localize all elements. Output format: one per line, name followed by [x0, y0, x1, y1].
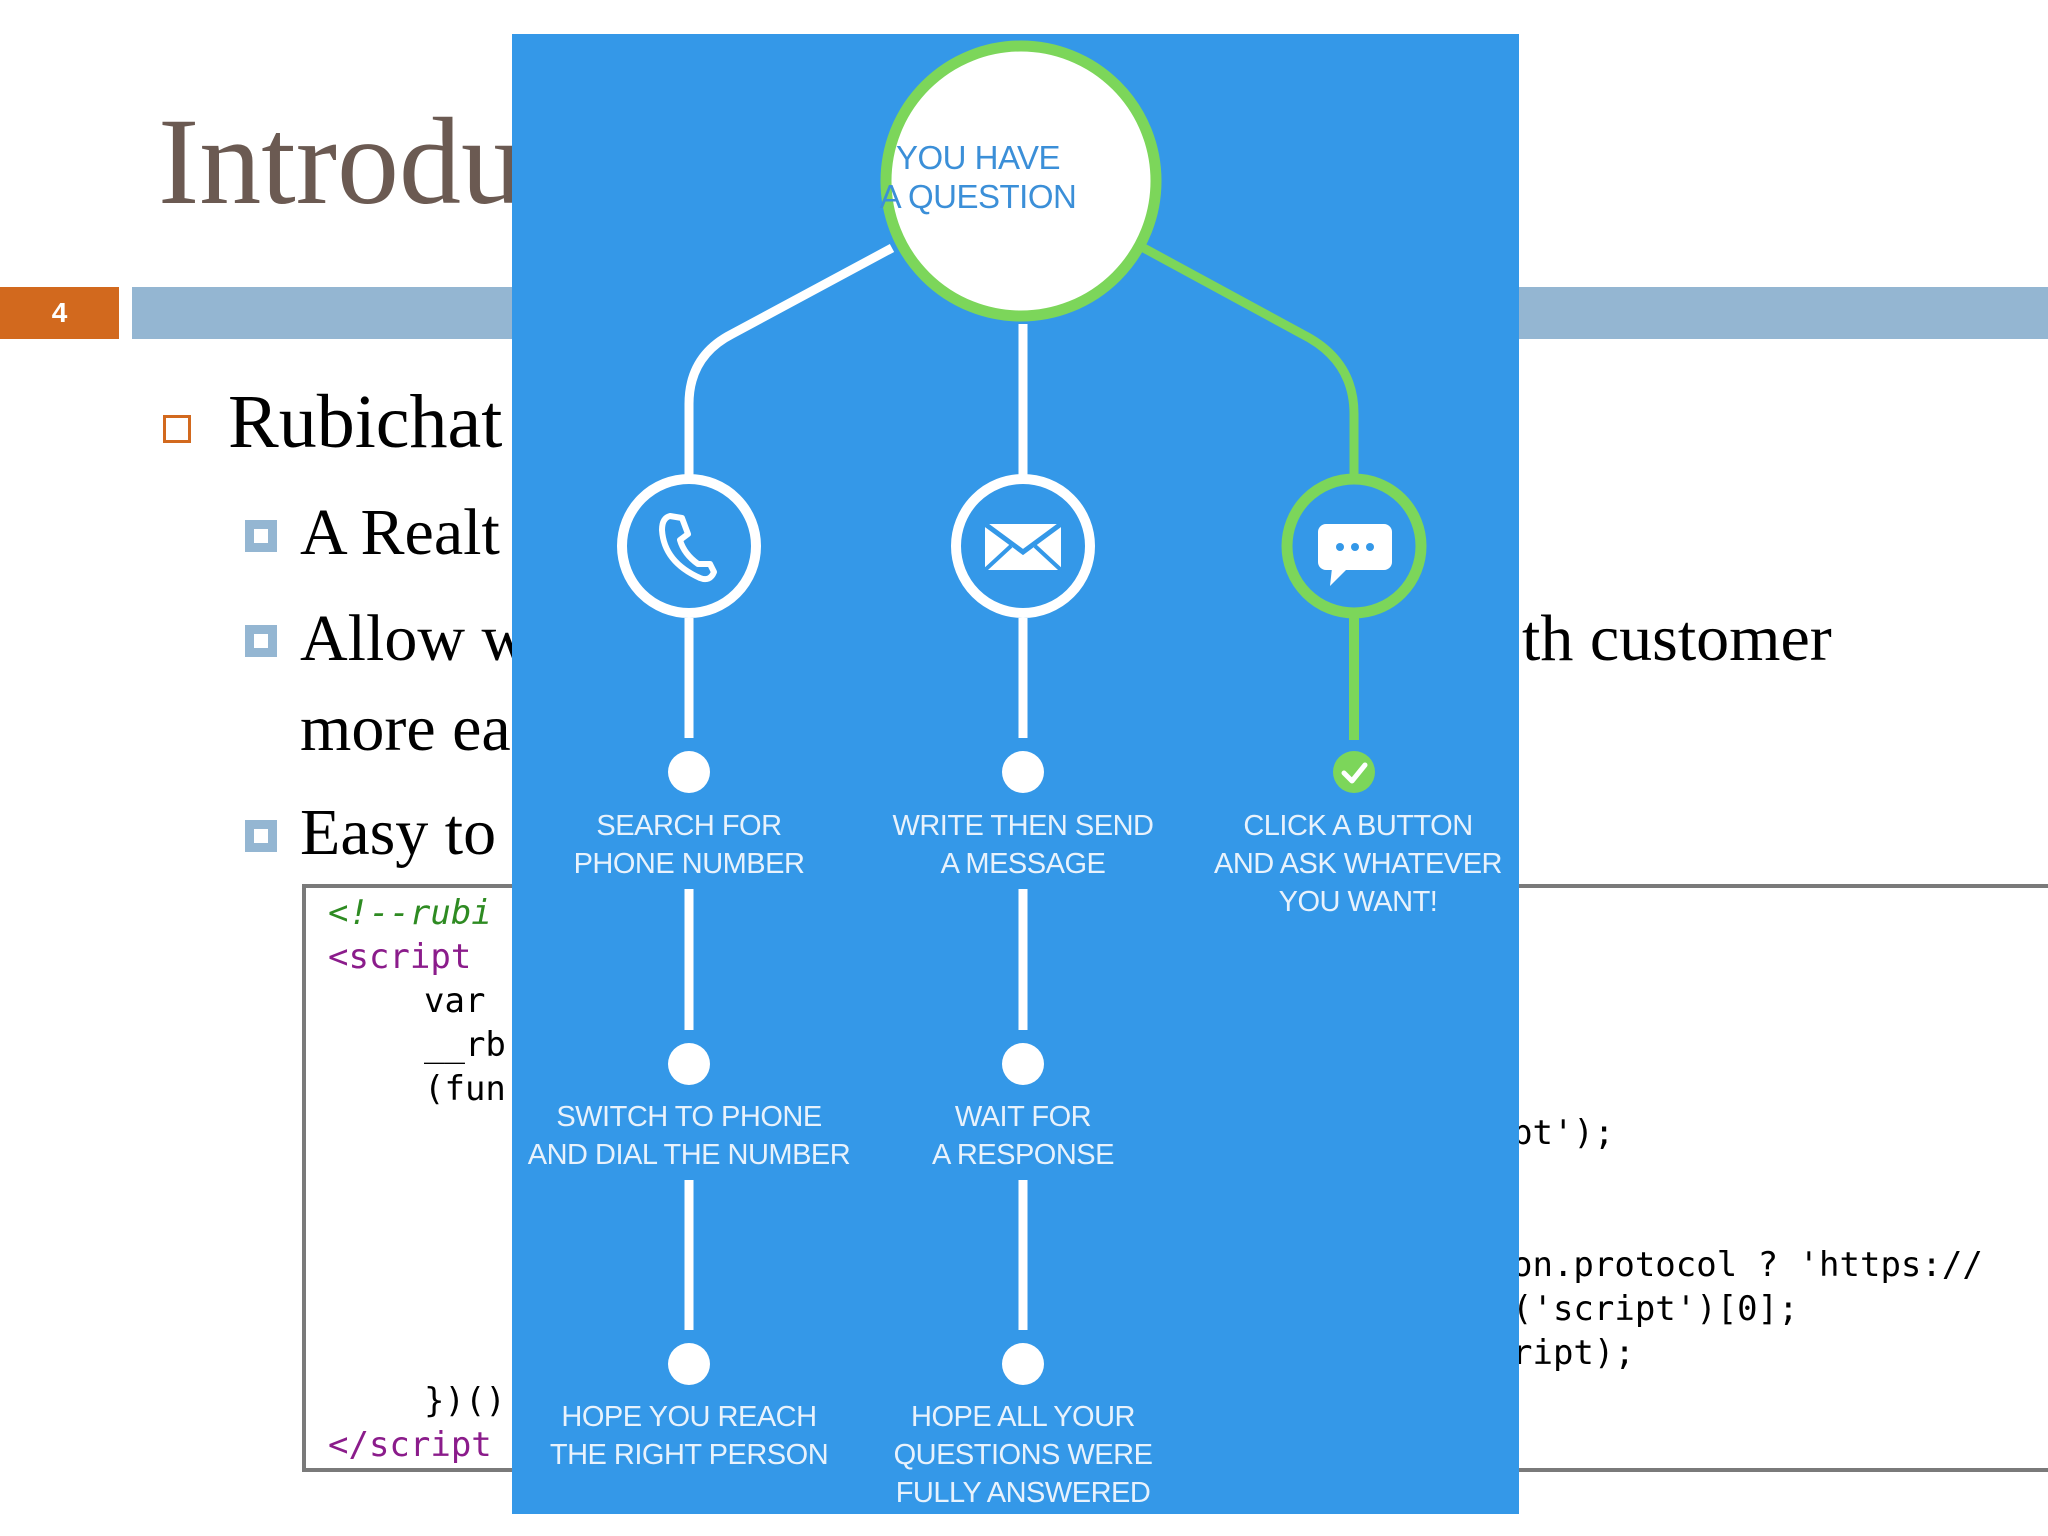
code-line-protocol: on.protocol ? 'https://	[1512, 1245, 1983, 1285]
branch-left	[684, 244, 895, 479]
code-line-function: (fun	[424, 1069, 506, 1109]
code-line-iife-close: })()	[424, 1381, 506, 1421]
branch-right	[1137, 242, 1359, 479]
code-line-comment: <!--rubi	[328, 893, 492, 933]
code-line-rb: __rb	[424, 1025, 506, 1065]
bullet-text-easy: Easy to	[300, 796, 497, 869]
step-dot	[1002, 1343, 1044, 1385]
bullet-text-customer: th customer	[1522, 602, 1832, 675]
code-line-insert: ript);	[1512, 1333, 1635, 1373]
chat-bubble-icon	[1318, 524, 1392, 586]
phone-circle	[617, 474, 761, 618]
col3-step1-label: CLICK A BUTTON AND ASK WHATEVER YOU WANT…	[1214, 810, 1502, 918]
step-dot	[1002, 751, 1044, 793]
code-line-script-close: </script	[328, 1425, 492, 1465]
envelope-icon	[983, 521, 1063, 572]
code-line-var: var	[424, 981, 486, 1021]
col1-step1-label: SEARCH FOR PHONE NUMBER	[573, 810, 805, 880]
code-line-script-open: <script	[328, 937, 472, 977]
phone-icon	[659, 513, 717, 583]
step-dot	[668, 1343, 710, 1385]
question-flow-infographic: YOU HAVE A QUESTION SEARCH FOR PHONE NUM…	[512, 34, 1519, 1514]
code-line-get-script: ('script')[0];	[1512, 1289, 1799, 1329]
bullet-marker-l1	[163, 415, 191, 443]
col2-step3-label: HOPE ALL YOUR QUESTIONS WERE FULLY ANSWE…	[893, 1401, 1153, 1509]
bullet-marker-l2	[245, 820, 277, 852]
bullet-text-realtime: A Realt	[300, 496, 500, 569]
hub-circle	[880, 40, 1162, 322]
col2-step2-label: WAIT FOR A RESPONSE	[932, 1101, 1114, 1171]
col1-step2-label: SWITCH TO PHONE AND DIAL THE NUMBER	[527, 1101, 851, 1171]
bullet-text-allow: Allow w	[300, 602, 530, 675]
col1-step3-label: HOPE YOU REACH THE RIGHT PERSON	[549, 1401, 829, 1471]
infographic-graphics	[617, 40, 1427, 1385]
slide-title: Introdu	[158, 93, 524, 230]
step-dot	[668, 751, 710, 793]
step-dot	[668, 1043, 710, 1085]
hub-label: YOU HAVE A QUESTION	[879, 139, 1077, 215]
check-icon	[1341, 762, 1368, 784]
code-line-script-tag: pt');	[1512, 1113, 1615, 1153]
page-number: 4	[0, 287, 119, 339]
bullet-text-more-easily: more ea	[300, 692, 511, 765]
step-dot	[1002, 1043, 1044, 1085]
bullet-text-rubichat: Rubichat	[228, 380, 503, 464]
check-dot	[1333, 751, 1375, 793]
col2-step1-label: WRITE THEN SEND A MESSAGE	[892, 810, 1154, 880]
bullet-marker-l2	[245, 625, 277, 657]
bullet-marker-l2	[245, 520, 277, 552]
